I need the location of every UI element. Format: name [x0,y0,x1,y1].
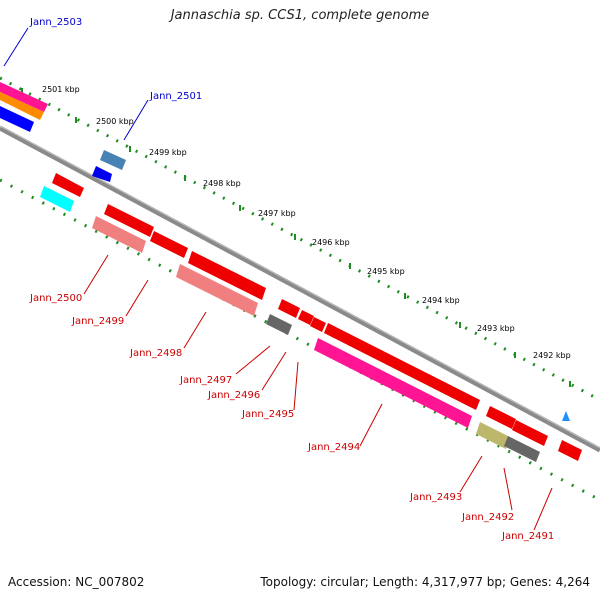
scale-label: 2497 kbp [258,209,296,218]
gene-feature[interactable] [92,216,146,253]
gc-skew-lower [0,178,600,502]
gene-label-forward[interactable]: Jann_2503 [29,17,82,28]
gene-label-reverse[interactable]: Jann_2499 [71,316,124,327]
reverse-genes [40,173,582,462]
gene-feature[interactable] [188,251,266,300]
gene-label-reverse[interactable]: Jann_2494 [307,442,360,453]
gene-label-reverse[interactable]: Jann_2495 [241,409,294,420]
gene-feature[interactable] [266,314,292,335]
scale-label: 2493 kbp [477,324,515,333]
gene-feature[interactable] [176,264,258,316]
gene-feature[interactable] [0,92,44,120]
gene-label-reverse[interactable]: Jann_2492 [461,512,514,523]
gene-feature[interactable] [40,186,74,212]
gene-feature[interactable] [0,82,48,112]
gene-feature[interactable] [310,317,326,332]
label-leader [261,351,287,391]
gene-feature[interactable] [314,338,472,428]
genome-summary: Topology: circular; Length: 4,317,977 bp… [260,575,590,589]
gene-feature[interactable] [558,440,582,461]
label-leader [123,99,149,141]
gene-label-forward[interactable]: Jann_2501 [149,91,202,102]
gc-skew-upper [0,76,600,402]
label-leader [533,487,553,531]
gene-label-reverse[interactable]: Jann_2500 [29,293,82,304]
scale-label: 2492 kbp [533,351,571,360]
label-leader [459,455,483,493]
gene-feature[interactable] [324,323,480,410]
genome-backbone-highlight [0,125,600,449]
gene-feature[interactable] [298,310,314,325]
gene-feature[interactable] [512,420,548,446]
gene-feature[interactable] [150,231,188,258]
accession-label: Accession: NC_007802 [8,575,145,589]
scale-label: 2494 kbp [422,296,460,305]
gene-feature[interactable] [562,411,570,421]
label-leader [503,467,513,511]
label-leader [293,361,299,411]
map-title: Jannaschia sp. CCS1, complete genome [170,8,430,23]
gene-label-reverse[interactable]: Jann_2496 [207,390,260,401]
label-leader [359,403,383,447]
gene-feature[interactable] [504,436,540,462]
gene-feature[interactable] [476,422,510,449]
gene-feature[interactable] [100,150,126,170]
gene-feature[interactable] [52,173,84,197]
label-leader [3,27,29,67]
gene-feature[interactable] [92,166,112,182]
gene-label-reverse[interactable]: Jann_2498 [129,348,182,359]
gene-feature[interactable] [0,106,34,132]
gene-feature[interactable] [104,204,154,237]
forward-genes [0,82,126,182]
gene-feature[interactable] [486,406,516,429]
label-leader [125,279,149,317]
scale-label: 2495 kbp [367,267,405,276]
scale-label: 2499 kbp [149,148,187,157]
gene-label-reverse[interactable]: Jann_2491 [501,531,554,542]
scale-label: 2501 kbp [42,85,80,94]
label-leader [83,254,109,295]
scale-label: 2496 kbp [312,238,350,247]
scale-label: 2500 kbp [96,117,134,126]
gene-label-reverse[interactable]: Jann_2497 [179,375,232,386]
scale-tick-marks [21,88,571,387]
gene-feature[interactable] [278,299,300,318]
label-leader [235,345,271,375]
genome-backbone [0,125,600,453]
gene-label-reverse[interactable]: Jann_2493 [409,492,462,503]
label-leader [183,311,207,349]
scale-label: 2498 kbp [203,179,241,188]
